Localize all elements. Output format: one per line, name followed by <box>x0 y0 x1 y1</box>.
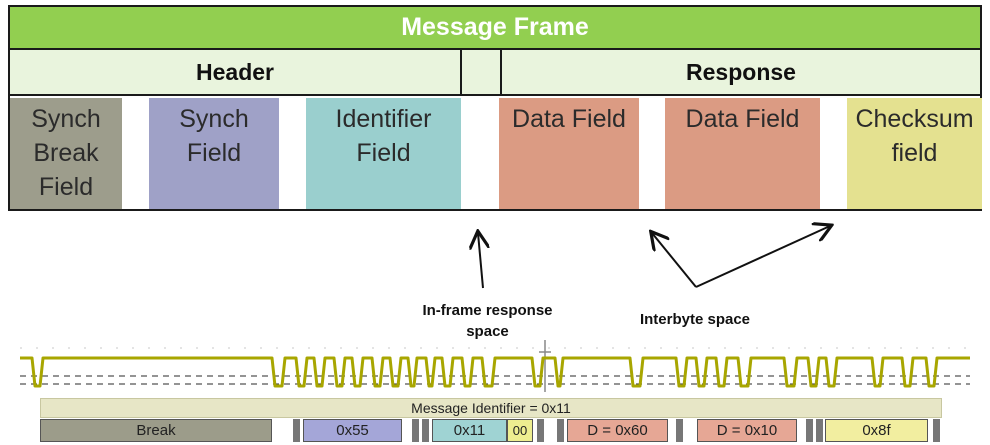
decode-block-0x8f: 0x8f <box>825 419 928 442</box>
data-field-1: Data Field <box>499 98 639 209</box>
synch-field: Synch Field <box>149 98 279 209</box>
logic-analyzer-waveform <box>20 340 970 392</box>
decode-tick <box>933 419 940 442</box>
decode-tick <box>676 419 683 442</box>
identifier-field: Identifier Field <box>306 98 461 209</box>
decode-block-00: 00 <box>507 419 533 442</box>
decode-block-d-0x60: D = 0x60 <box>567 419 668 442</box>
interbyte-arrow-right <box>695 226 830 288</box>
message-frame-title: Message Frame <box>10 7 980 50</box>
synch-break-field: Synch Break Field <box>10 98 122 209</box>
signal-trace <box>20 356 970 388</box>
decode-tick <box>557 419 564 442</box>
decode-tick <box>816 419 823 442</box>
interbyte-arrow-left <box>652 233 697 288</box>
interbyte-space-label: Interbyte space <box>639 311 751 328</box>
decode-tick <box>293 419 300 442</box>
message-identifier-decode: Message Identifier = 0x11 <box>40 398 942 418</box>
header-section: Header <box>10 50 462 96</box>
in-frame-gap-section <box>462 50 502 96</box>
in-frame-response-label: In-frame response space <box>422 302 553 340</box>
data-field-2: Data Field <box>665 98 820 209</box>
decode-block-break: Break <box>40 419 272 442</box>
decode-tick <box>412 419 419 442</box>
decode-block-0x11: 0x11 <box>432 419 507 442</box>
in-frame-arrow <box>478 233 483 289</box>
response-section: Response <box>502 50 980 96</box>
decode-tick <box>422 419 429 442</box>
message-frame-diagram: Message Frame Header Response Synch Brea… <box>8 5 982 211</box>
decode-tick <box>537 419 544 442</box>
decode-tick <box>806 419 813 442</box>
checksum-field: Checksum field <box>847 98 982 209</box>
decode-block-0x55: 0x55 <box>303 419 402 442</box>
decode-block-d-0x10: D = 0x10 <box>697 419 797 442</box>
